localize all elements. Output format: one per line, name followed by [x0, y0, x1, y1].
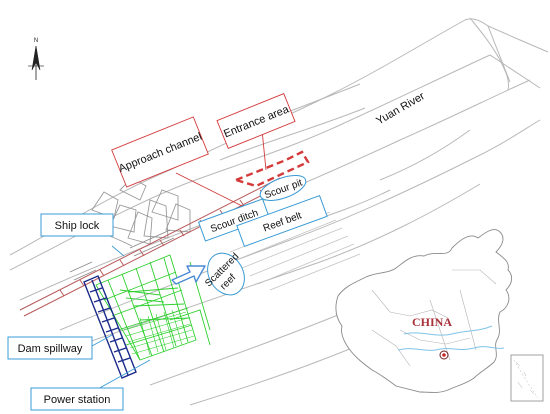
power-station-label: Power station: [44, 394, 111, 406]
dam-spillway-callout: Dam spillway: [7, 334, 113, 360]
svg-text:N: N: [34, 38, 38, 44]
province-borders: [371, 269, 497, 367]
south-china-sea-box: [510, 354, 544, 402]
china-inset-map: CHINA: [335, 229, 544, 402]
ship-lock-label: Ship lock: [55, 220, 100, 232]
china-outline: [335, 229, 513, 393]
yuan-river-label: Yuan River: [374, 90, 427, 127]
inset-china-label: CHINA: [412, 315, 452, 329]
power-house-hatch: [123, 309, 195, 356]
ship-lock-callout: Ship lock: [40, 213, 125, 257]
power-station-structure: [95, 254, 211, 361]
flow-direction-arrow: [171, 265, 206, 285]
power-station-callout: Power station: [30, 359, 151, 411]
scattered-reef-callout: Scattered reef: [203, 251, 245, 296]
approach-channel-band: [19, 177, 285, 317]
ship-lock-structure: [83, 275, 137, 379]
lock-gate-grey: [69, 229, 175, 281]
inset-rivers: [397, 325, 505, 351]
north-arrow-icon: N: [28, 38, 44, 80]
entrance-area-region: [232, 150, 310, 188]
dam-spillway-label: Dam spillway: [18, 343, 83, 355]
